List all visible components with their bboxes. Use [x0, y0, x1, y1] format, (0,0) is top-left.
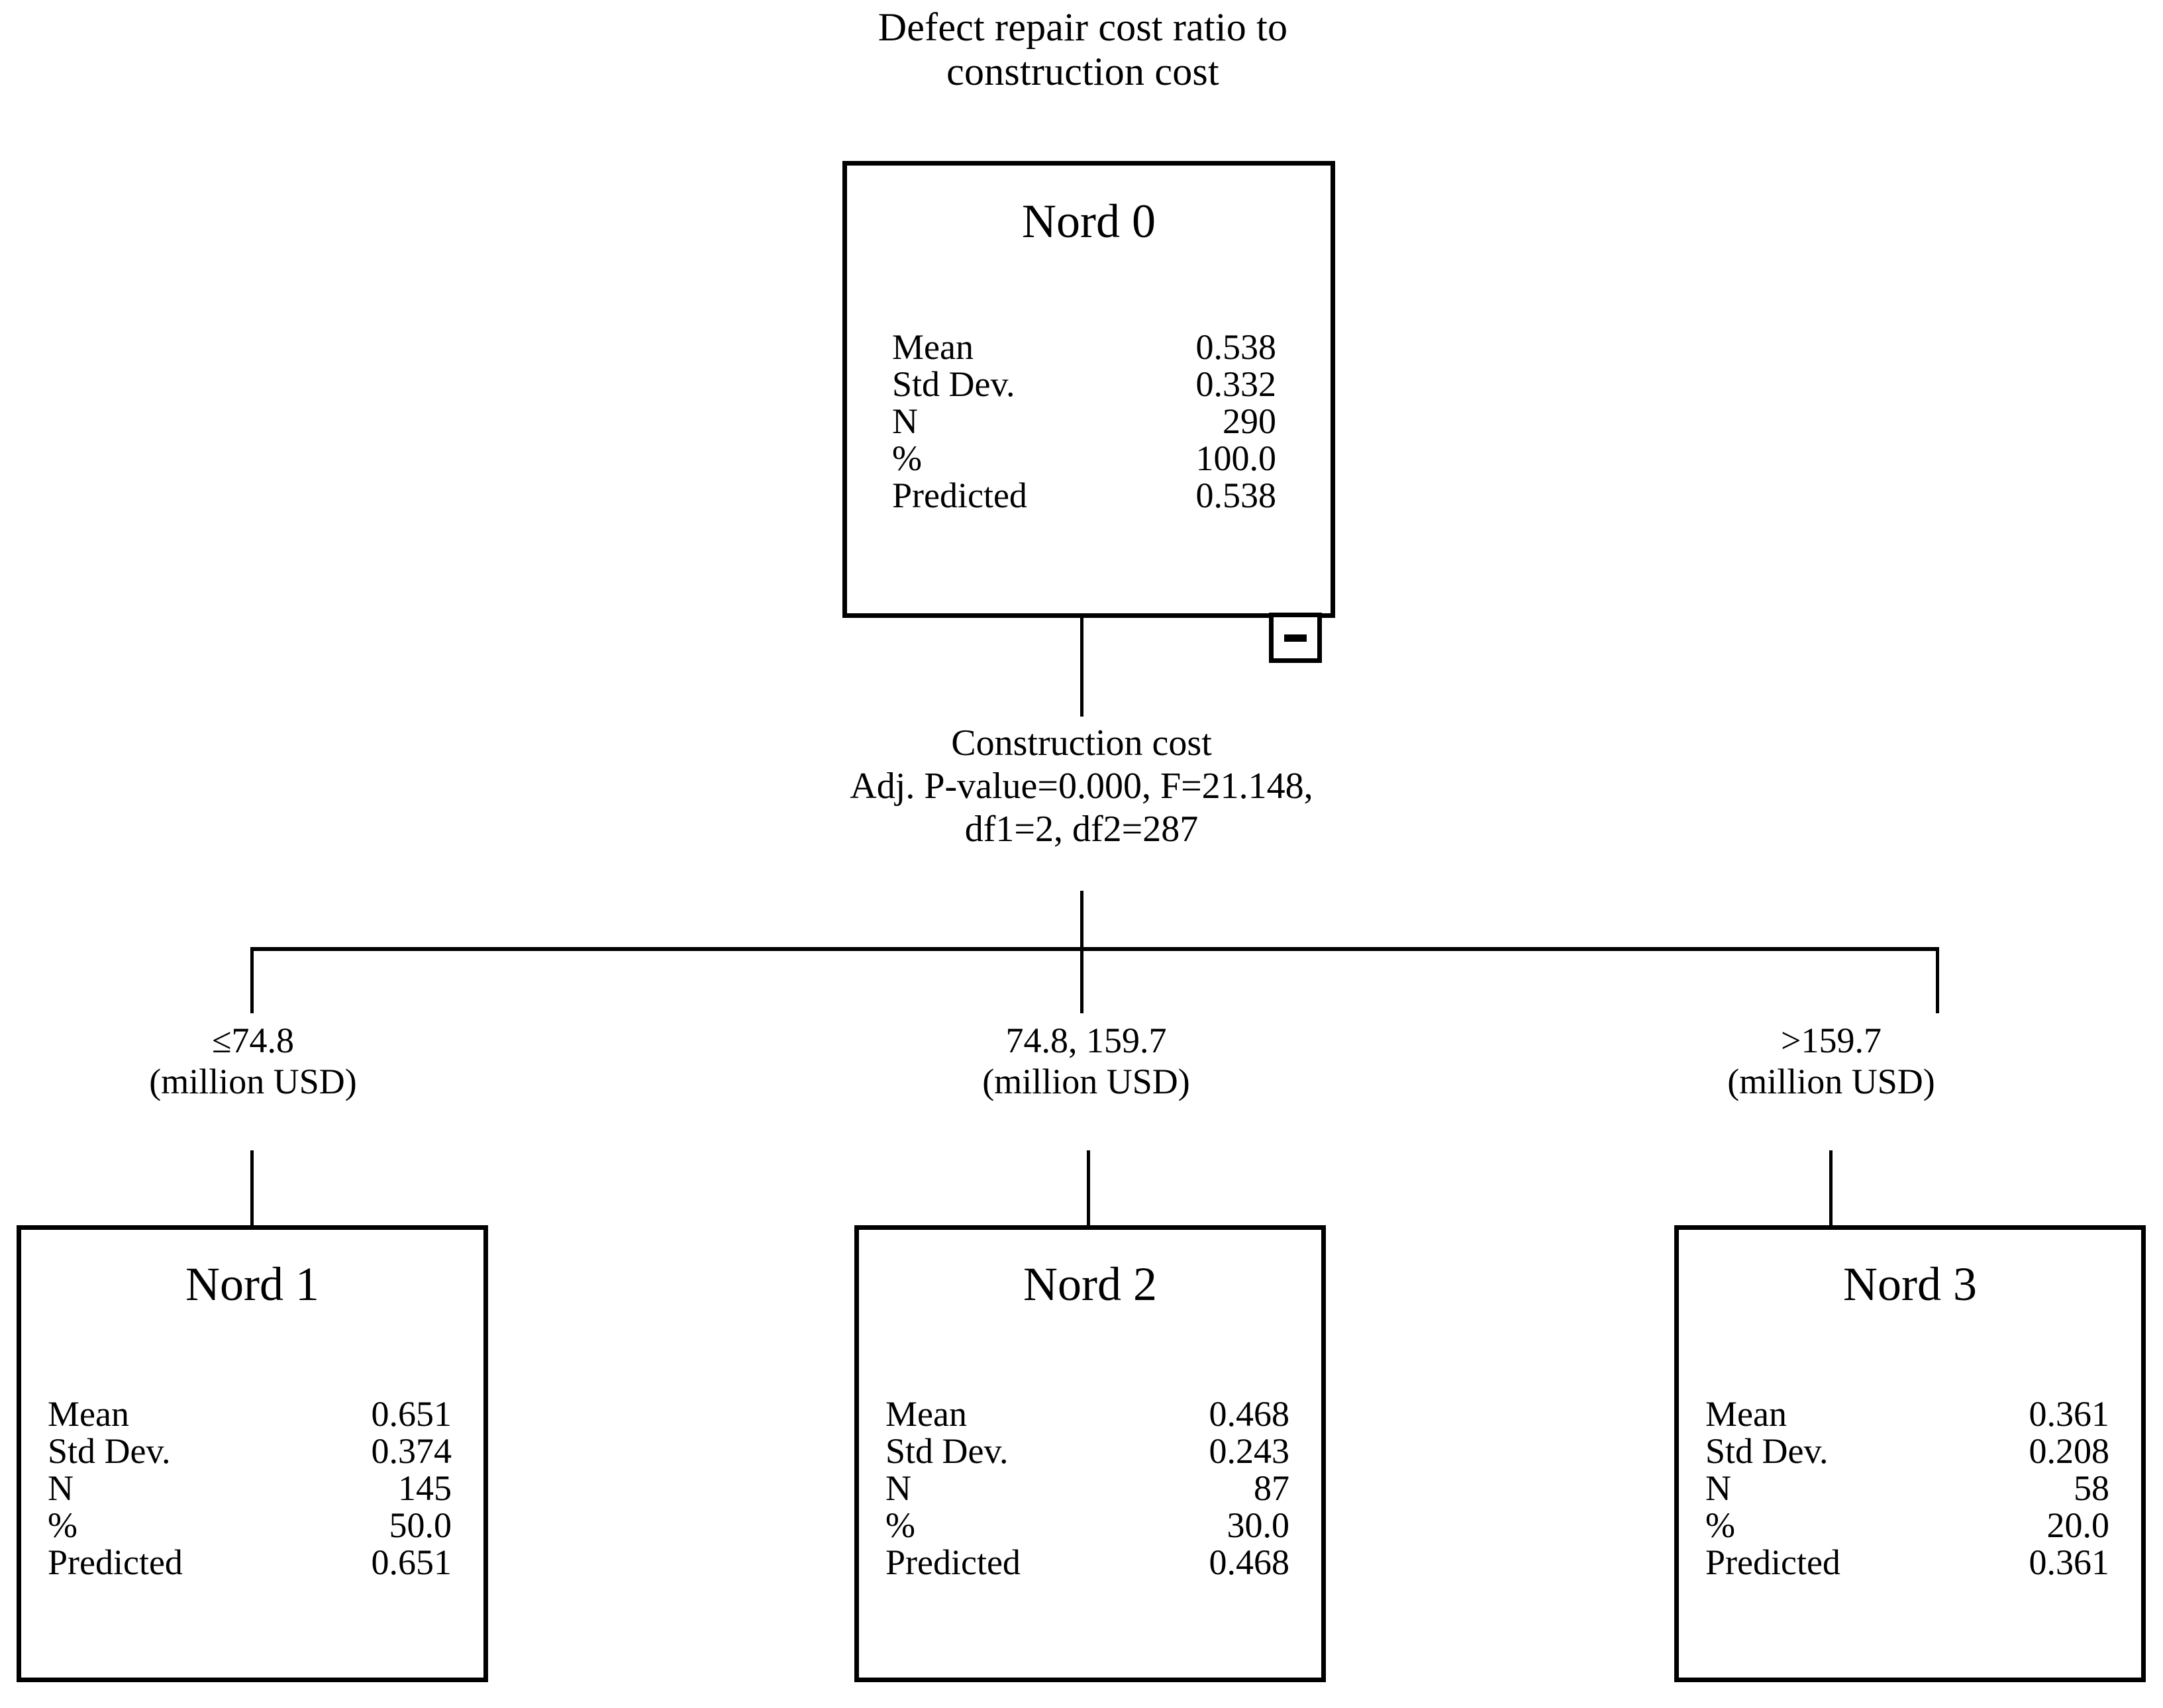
- node-stats-table: Mean 0.361 Std Dev. 0.208 N 58 % 20.0 Pr…: [1705, 1395, 2109, 1581]
- stat-row-n: N 87: [885, 1470, 1289, 1507]
- connector-stem-node-3: [1829, 1150, 1833, 1227]
- stat-row-mean: Mean 0.651: [48, 1395, 452, 1432]
- stat-value-percent: 20.0: [2046, 1505, 2110, 1545]
- title-line-1: Defect repair cost ratio to: [878, 5, 1288, 49]
- page-title: Defect repair cost ratio to construction…: [742, 5, 1424, 94]
- stat-label-std-dev: Std Dev.: [1705, 1431, 1829, 1471]
- branch-condition-1: ≤74.8: [211, 1021, 295, 1060]
- stat-value-std-dev: 0.208: [2029, 1431, 2110, 1471]
- stat-row-percent: % 20.0: [1705, 1507, 2109, 1544]
- branch-condition-2: 74.8, 159.7: [1005, 1021, 1167, 1060]
- node-title: Nord 2: [1023, 1258, 1157, 1311]
- stat-label-predicted: Predicted: [1705, 1542, 1840, 1582]
- stat-row-percent: % 30.0: [885, 1507, 1289, 1544]
- stat-row-mean: Mean 0.538: [892, 328, 1276, 366]
- stat-label-n: N: [1705, 1468, 1731, 1508]
- tree-node-nord-2[interactable]: Nord 2 Mean 0.468 Std Dev. 0.243 N 87 % …: [854, 1225, 1326, 1682]
- title-line-2: construction cost: [946, 50, 1219, 94]
- stat-row-std-dev: Std Dev. 0.374: [48, 1432, 452, 1470]
- stat-row-n: N 58: [1705, 1470, 2109, 1507]
- split-criterion: Construction cost Adj. P-value=0.000, F=…: [750, 722, 1413, 851]
- stat-value-n: 145: [398, 1468, 452, 1508]
- branch-label-2: 74.8, 159.7 (million USD): [881, 1020, 1291, 1102]
- stat-label-mean: Mean: [48, 1394, 129, 1434]
- connector-stem-node-2: [1087, 1150, 1090, 1227]
- stat-value-mean: 0.651: [371, 1394, 452, 1434]
- branch-unit-2: (million USD): [982, 1062, 1190, 1102]
- stat-label-std-dev: Std Dev.: [885, 1431, 1009, 1471]
- stat-label-n: N: [892, 401, 918, 441]
- stat-label-std-dev: Std Dev.: [892, 364, 1015, 404]
- stat-label-n: N: [885, 1468, 911, 1508]
- connector-drop-branch-1: [250, 947, 254, 1013]
- branch-condition-3: >159.7: [1781, 1021, 1882, 1060]
- tree-node-nord-1[interactable]: Nord 1 Mean 0.651 Std Dev. 0.374 N 145 %…: [17, 1225, 488, 1682]
- stat-value-percent: 100.0: [1195, 438, 1277, 478]
- connector-drop-branch-2: [1080, 947, 1083, 1013]
- stat-row-mean: Mean 0.361: [1705, 1395, 2109, 1432]
- stat-label-mean: Mean: [885, 1394, 967, 1434]
- minus-icon: [1284, 634, 1307, 642]
- split-variable: Construction cost: [951, 723, 1212, 764]
- stat-row-predicted: Predicted 0.361: [1705, 1544, 2109, 1581]
- stat-label-mean: Mean: [1705, 1394, 1787, 1434]
- collapse-node-button[interactable]: [1269, 613, 1322, 663]
- stat-row-percent: % 50.0: [48, 1507, 452, 1544]
- stat-value-predicted: 0.361: [2029, 1542, 2110, 1582]
- branch-label-3: >159.7 (million USD): [1626, 1020, 2037, 1102]
- stat-label-percent: %: [1705, 1505, 1735, 1545]
- stat-value-percent: 50.0: [389, 1505, 452, 1545]
- stat-row-predicted: Predicted 0.651: [48, 1544, 452, 1581]
- stat-row-n: N 290: [892, 403, 1276, 440]
- stat-row-std-dev: Std Dev. 0.243: [885, 1432, 1289, 1470]
- stat-value-std-dev: 0.332: [1195, 364, 1277, 404]
- stat-row-predicted: Predicted 0.468: [885, 1544, 1289, 1581]
- stat-value-predicted: 0.468: [1209, 1542, 1290, 1582]
- connector-root-stem: [1080, 616, 1083, 717]
- node-title: Nord 0: [1022, 195, 1156, 248]
- tree-node-nord-3[interactable]: Nord 3 Mean 0.361 Std Dev. 0.208 N 58 % …: [1674, 1225, 2146, 1682]
- stat-value-mean: 0.468: [1209, 1394, 1290, 1434]
- stat-value-std-dev: 0.243: [1209, 1431, 1290, 1471]
- stat-label-std-dev: Std Dev.: [48, 1431, 171, 1471]
- node-stats-table: Mean 0.651 Std Dev. 0.374 N 145 % 50.0 P…: [48, 1395, 452, 1581]
- stat-row-percent: % 100.0: [892, 440, 1276, 477]
- connector-horizontal-trunk: [250, 947, 1939, 951]
- stat-value-n: 290: [1223, 401, 1276, 441]
- connector-split-stem: [1080, 891, 1083, 950]
- node-title: Nord 3: [1843, 1258, 1977, 1311]
- node-title: Nord 1: [185, 1258, 319, 1311]
- stat-value-n: 87: [1254, 1468, 1289, 1508]
- stat-value-n: 58: [2074, 1468, 2109, 1508]
- stat-row-mean: Mean 0.468: [885, 1395, 1289, 1432]
- stat-row-n: N 145: [48, 1470, 452, 1507]
- stat-label-predicted: Predicted: [48, 1542, 183, 1582]
- stat-row-predicted: Predicted 0.538: [892, 477, 1276, 514]
- stat-row-std-dev: Std Dev. 0.208: [1705, 1432, 2109, 1470]
- stat-value-mean: 0.538: [1195, 327, 1277, 367]
- connector-drop-branch-3: [1936, 947, 1939, 1013]
- stat-value-predicted: 0.651: [371, 1542, 452, 1582]
- stat-value-mean: 0.361: [2029, 1394, 2110, 1434]
- stat-value-predicted: 0.538: [1195, 476, 1277, 515]
- branch-label-1: ≤74.8 (million USD): [48, 1020, 458, 1102]
- branch-unit-1: (million USD): [149, 1062, 357, 1102]
- node-stats-table: Mean 0.538 Std Dev. 0.332 N 290 % 100.0 …: [892, 328, 1276, 514]
- tree-node-nord-0[interactable]: Nord 0 Mean 0.538 Std Dev. 0.332 N 290 %…: [842, 161, 1335, 618]
- stat-label-percent: %: [885, 1505, 915, 1545]
- stat-label-predicted: Predicted: [885, 1542, 1021, 1582]
- stat-label-mean: Mean: [892, 327, 974, 367]
- branch-unit-3: (million USD): [1727, 1062, 1935, 1102]
- stat-value-percent: 30.0: [1227, 1505, 1290, 1545]
- stat-label-percent: %: [892, 438, 922, 478]
- stat-label-predicted: Predicted: [892, 476, 1027, 515]
- stat-row-std-dev: Std Dev. 0.332: [892, 366, 1276, 403]
- node-stats-table: Mean 0.468 Std Dev. 0.243 N 87 % 30.0 Pr…: [885, 1395, 1289, 1581]
- split-stats: Adj. P-value=0.000, F=21.148,: [850, 765, 1313, 807]
- stat-value-std-dev: 0.374: [371, 1431, 452, 1471]
- connector-stem-node-1: [250, 1150, 254, 1227]
- split-degrees-of-freedom: df1=2, df2=287: [964, 808, 1199, 850]
- stat-label-n: N: [48, 1468, 74, 1508]
- stat-label-percent: %: [48, 1505, 77, 1545]
